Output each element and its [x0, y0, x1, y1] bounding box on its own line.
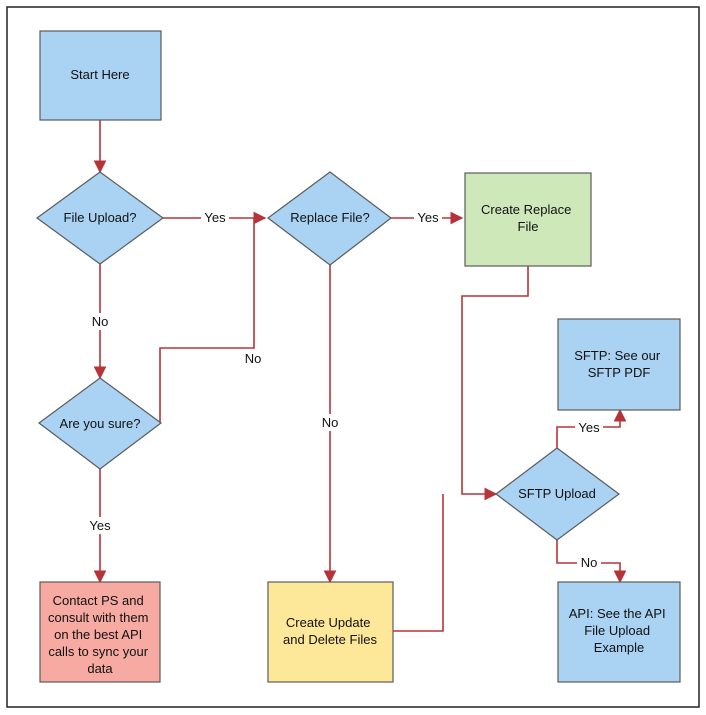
edge-label-sftp-no: No [581, 555, 598, 570]
node-file-upload [35, 171, 165, 265]
create-update-line: and Delete Files [283, 632, 377, 647]
node-create-replace-label: Create Replace File [481, 202, 575, 234]
node-create-update [267, 581, 394, 683]
api-example-line: File Upload [584, 623, 650, 638]
create-replace-line: Create Replace [481, 202, 571, 217]
api-example-line: API: See the API [569, 606, 666, 621]
node-create-update-label: Create Update and Delete Files [283, 615, 377, 647]
node-sftp-upload-label: SFTP Upload [518, 486, 596, 501]
label-bg [86, 517, 114, 534]
create-update-line: Create Update [286, 615, 371, 630]
node-start-label: Start Here [70, 67, 129, 82]
label-bg [577, 555, 601, 572]
edge-create-replace-to-sftp [461, 266, 529, 501]
node-sftp-upload [495, 447, 621, 541]
edge-are-you-sure-no [159, 218, 255, 423]
sftp-pdf-line: SFTP: See our [574, 348, 661, 363]
node-api-example [557, 581, 681, 683]
node-replace-file-label: Replace File? [290, 210, 370, 225]
node-replace-file [266, 171, 392, 266]
edge-label-sftp-yes: Yes [578, 420, 600, 435]
sftp-pdf-line: SFTP PDF [588, 365, 651, 380]
edge-create-update-to-sftp [393, 494, 444, 632]
contact-ps-line: calls to sync your [48, 644, 148, 659]
contact-ps-line: consult with them [48, 610, 148, 625]
edge-label-file-upload-no: No [92, 314, 109, 329]
node-sftp-pdf [557, 318, 681, 411]
node-are-you-sure [37, 377, 163, 470]
label-bg [414, 209, 442, 226]
edge-label-replace-yes: Yes [417, 210, 439, 225]
label-bg [88, 313, 112, 330]
api-example-line: Example [594, 640, 645, 655]
edge-label-replace-no: No [322, 415, 339, 430]
contact-ps-line: data [87, 661, 113, 676]
node-file-upload-label: File Upload? [64, 210, 137, 225]
edge-label-are-you-sure-no: No [245, 351, 262, 366]
node-are-you-sure-label: Are you sure? [60, 416, 141, 431]
node-start [39, 30, 162, 121]
node-sftp-pdf-label: SFTP: See our SFTP PDF [574, 348, 664, 380]
label-bg [575, 419, 603, 436]
label-bg [201, 209, 229, 226]
create-replace-line: File [518, 219, 539, 234]
node-api-example-label: API: See the API File Upload Example [569, 606, 669, 655]
node-contact-ps-label: Contact PS and consult with them on the … [48, 593, 152, 676]
node-contact-ps [39, 581, 161, 683]
contact-ps-line: on the best API [54, 627, 142, 642]
edge-label-are-you-sure-yes: Yes [89, 518, 111, 533]
contact-ps-line: Contact PS and [53, 593, 144, 608]
node-create-replace [464, 172, 592, 267]
label-bg [318, 414, 342, 431]
edge-label-file-upload-yes: Yes [204, 210, 226, 225]
